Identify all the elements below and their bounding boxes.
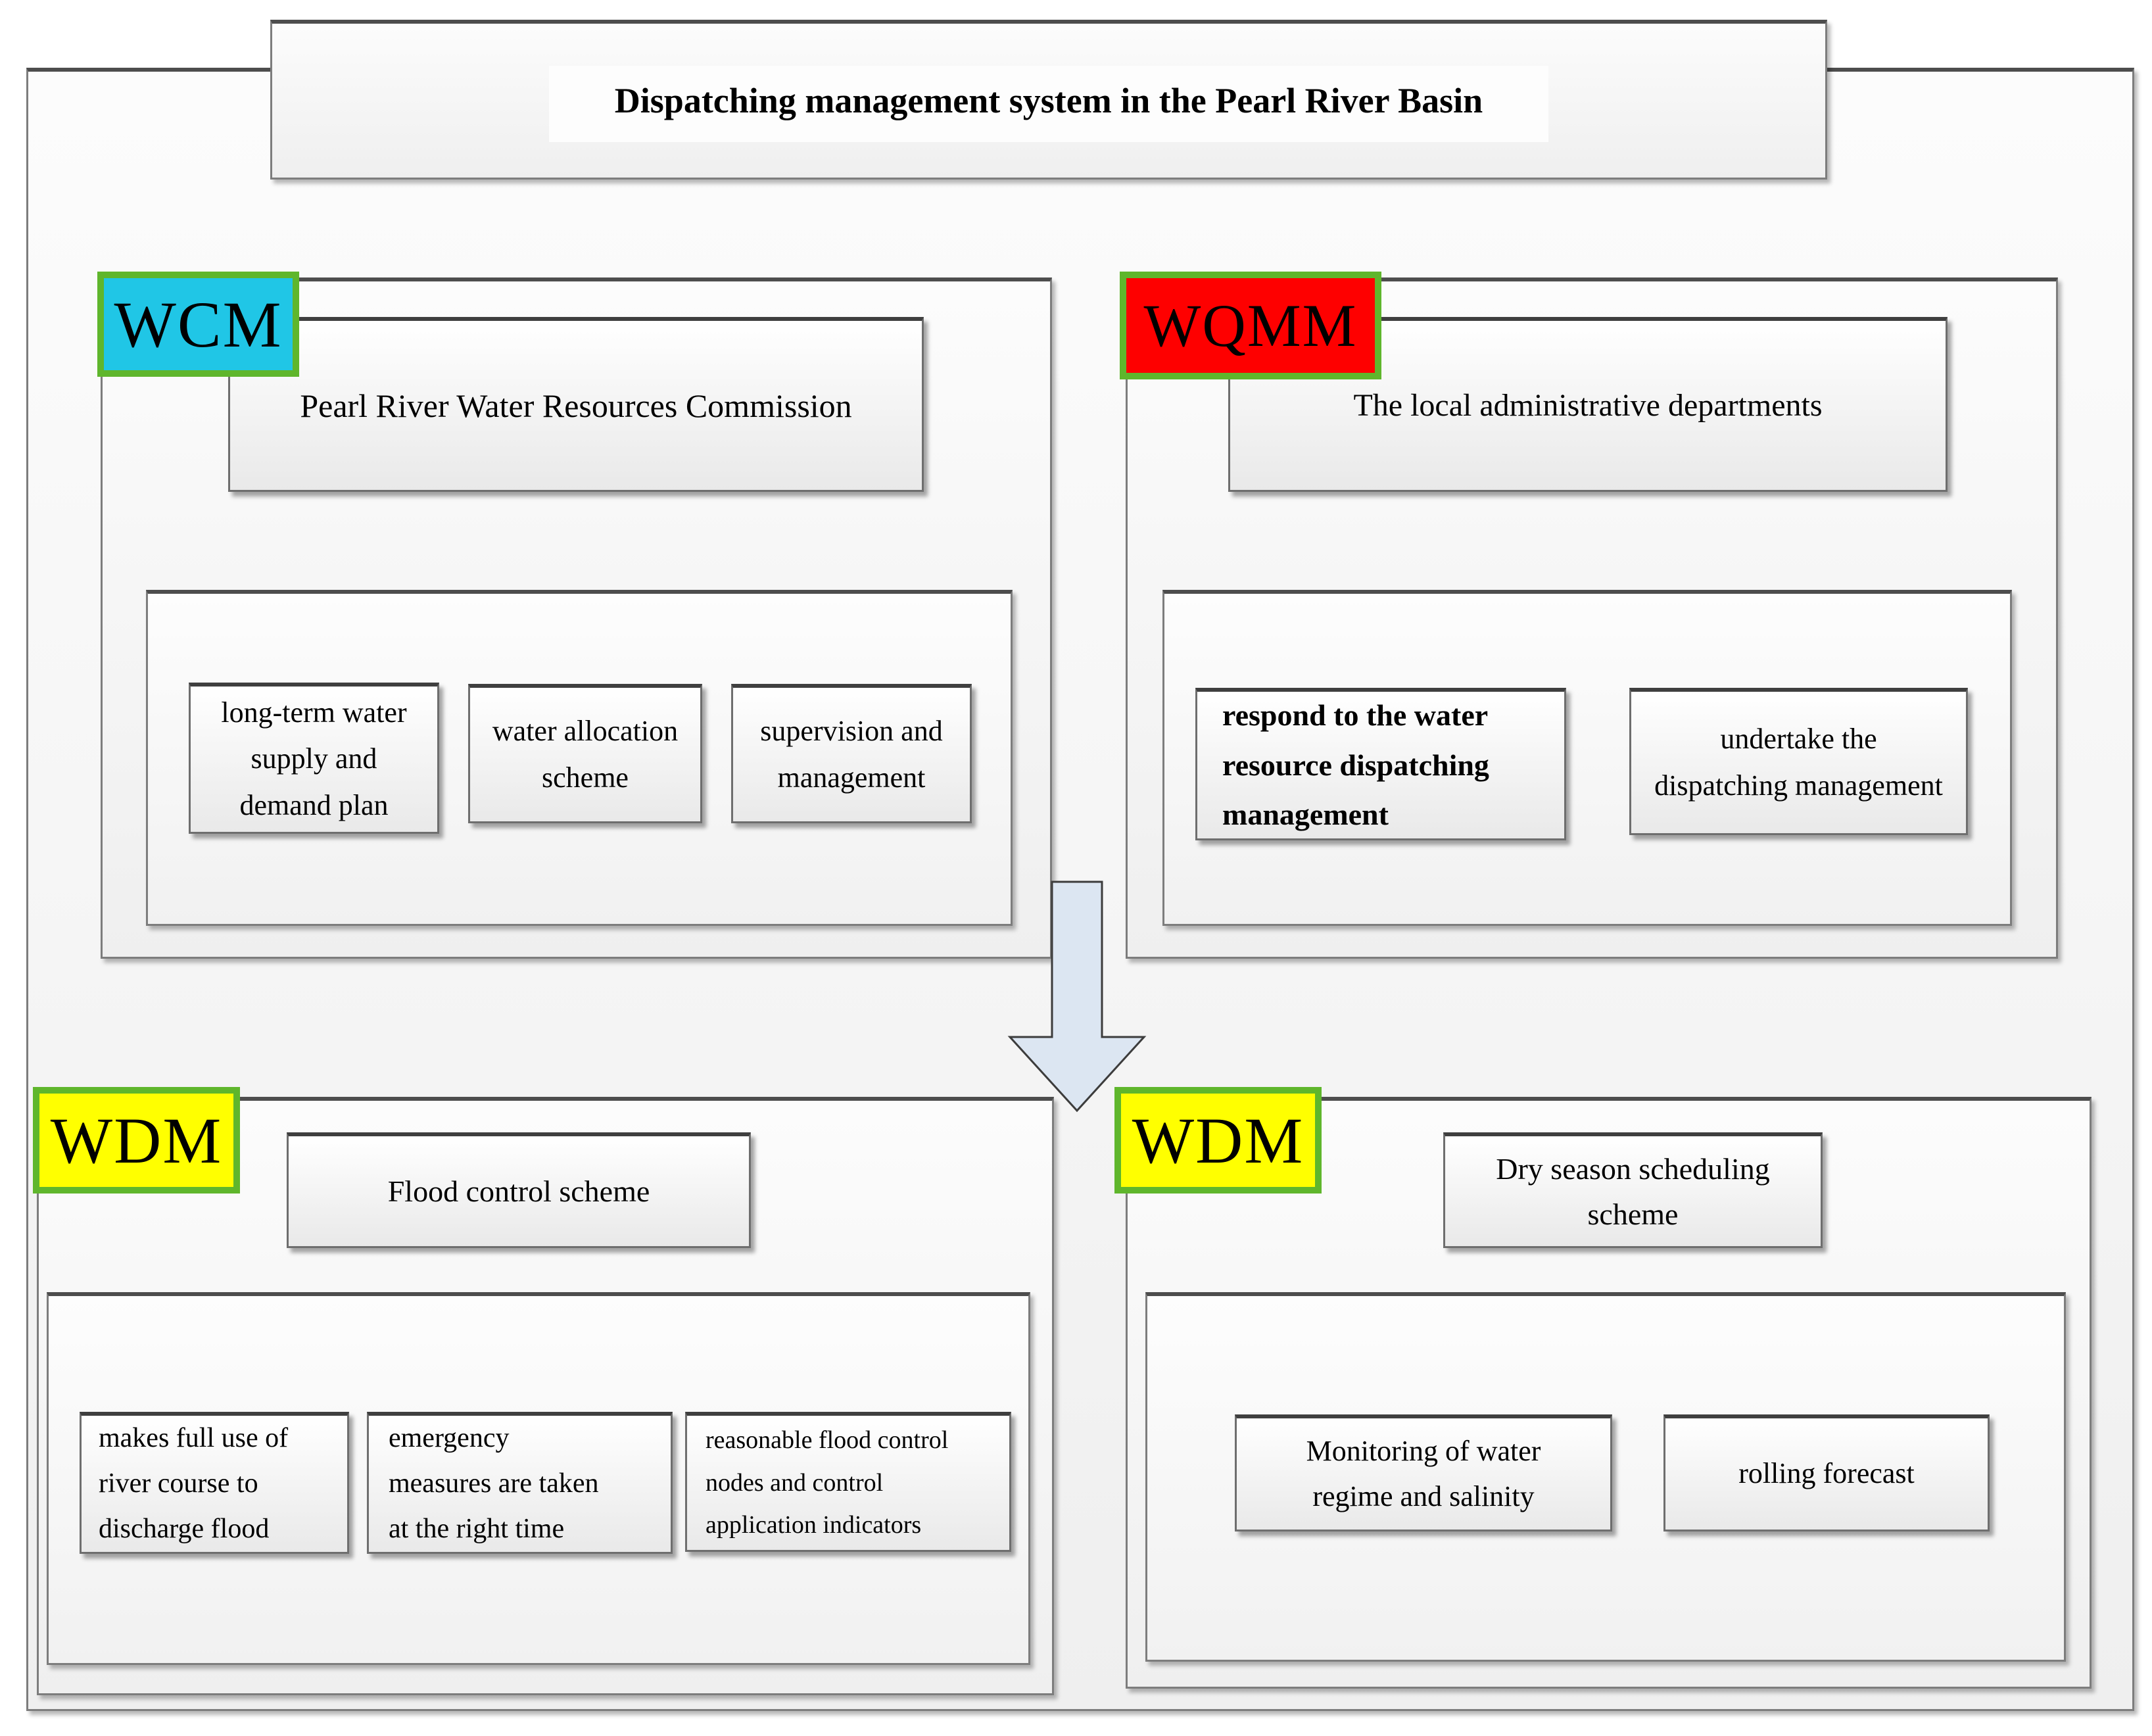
- wcm-header-text: Pearl River Water Resources Commission: [300, 387, 852, 424]
- wqmm-item-box: respond to the water resource dispatchin…: [1195, 688, 1566, 840]
- wcm-item-text: supervision and management: [760, 715, 943, 794]
- wcm-item-text: long-term water supply and demand plan: [221, 696, 407, 821]
- down-arrow-shape: [1007, 880, 1147, 1113]
- wdm-dry-item-text: rolling forecast: [1738, 1457, 1915, 1490]
- wcm-tag-label: WCM: [114, 287, 283, 361]
- wcm-tag: WCM: [97, 272, 299, 377]
- wqmm-tag-label: WQMM: [1143, 292, 1358, 359]
- page-title: Dispatching management system in the Pea…: [614, 81, 1483, 120]
- wdm-flood-item-box: emergency measures are taken at the righ…: [367, 1412, 673, 1554]
- wcm-header-box: Pearl River Water Resources Commission: [228, 317, 924, 492]
- wqmm-tag: WQMM: [1120, 272, 1381, 379]
- wdm-flood-item-text: makes full use of river course to discha…: [99, 1422, 289, 1545]
- wqmm-item-text: respond to the water resource dispatchin…: [1222, 698, 1489, 832]
- wcm-item-box: long-term water supply and demand plan: [189, 683, 439, 834]
- wdm-dry-header-text: Dry season scheduling scheme: [1496, 1151, 1770, 1231]
- wqmm-header-text: The local administrative departments: [1353, 388, 1823, 423]
- wdm-dry-tag: WDM: [1114, 1087, 1322, 1194]
- wdm-flood-header-text: Flood control scheme: [387, 1174, 650, 1208]
- title-highlight: [549, 66, 1548, 142]
- wdm-dry-item-text: Monitoring of water regime and salinity: [1306, 1435, 1541, 1512]
- wdm-flood-item-text: emergency measures are taken at the righ…: [389, 1422, 599, 1545]
- wdm-flood-tag: WDM: [33, 1087, 240, 1194]
- wdm-dry-tag-label: WDM: [1132, 1103, 1304, 1177]
- wdm-dry-item-box: Monitoring of water regime and salinity: [1235, 1414, 1612, 1531]
- wcm-item-box: water allocation scheme: [468, 684, 702, 823]
- wqmm-item-box: undertake the dispatching management: [1629, 688, 1968, 835]
- wdm-flood-header-box: Flood control scheme: [287, 1132, 751, 1248]
- wdm-dry-header-box: Dry season scheduling scheme: [1443, 1132, 1823, 1248]
- wdm-dry-item-box: rolling forecast: [1663, 1414, 1990, 1531]
- diagram-title-box: Dispatching management system in the Pea…: [270, 20, 1827, 180]
- wdm-flood-tag-label: WDM: [50, 1103, 223, 1177]
- wdm-flood-item-text: reasonable flood control nodes and contr…: [705, 1426, 949, 1539]
- wdm-flood-item-box: makes full use of river course to discha…: [80, 1412, 349, 1554]
- wqmm-item-text: undertake the dispatching management: [1654, 723, 1943, 802]
- down-arrow-icon: [1007, 880, 1147, 1113]
- wdm-flood-item-box: reasonable flood control nodes and contr…: [685, 1412, 1011, 1552]
- wcm-item-box: supervision and management: [731, 684, 972, 823]
- wcm-item-text: water allocation scheme: [492, 715, 679, 794]
